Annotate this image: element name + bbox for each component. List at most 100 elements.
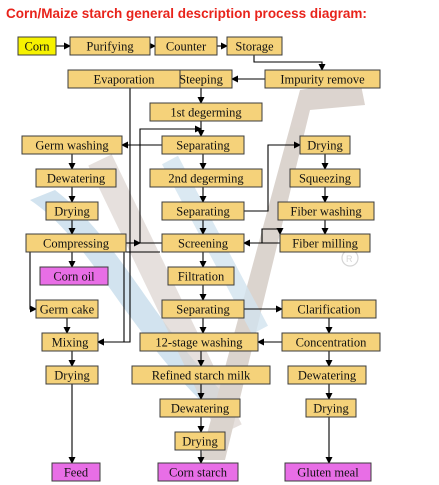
step-sep1: Separating	[161, 135, 245, 155]
step-label: Feed	[64, 465, 89, 479]
step-box	[35, 299, 99, 319]
step-squeezing: Squeezing	[289, 168, 361, 188]
step-label: Corn	[25, 39, 51, 53]
step-label: Impurity remove	[280, 72, 365, 86]
step-box	[157, 462, 239, 482]
step-clarification: Clarification	[281, 299, 377, 319]
step-degerm2: 2nd degerming	[149, 168, 263, 188]
step-box	[41, 332, 99, 352]
step-cornoil: Corn oil	[39, 266, 109, 286]
step-label: Evaporation	[93, 72, 155, 86]
step-box	[279, 233, 371, 253]
step-label: Drying	[54, 204, 90, 218]
step-label: 12-stage washing	[155, 335, 243, 349]
step-box	[45, 201, 99, 221]
step-box	[149, 168, 263, 188]
step-label: Germ washing	[35, 138, 109, 152]
flow-arrow	[97, 251, 160, 346]
step-label: Concentration	[296, 335, 368, 349]
step-concentration: Concentration	[281, 332, 381, 352]
diagram-title: Corn/Maize starch general description pr…	[6, 6, 367, 21]
step-label: Clarification	[297, 302, 361, 316]
step-box	[289, 168, 361, 188]
step-box	[159, 398, 241, 418]
step-label: Drying	[54, 368, 90, 382]
step-box	[299, 135, 351, 155]
step-box	[167, 266, 235, 286]
step-fiberwash: Fiber washing	[277, 201, 375, 221]
flow-arrow	[253, 55, 326, 71]
step-sep2: Separating	[161, 201, 245, 221]
step-label: Separating	[176, 138, 230, 152]
step-label: Compressing	[43, 236, 110, 250]
step-label: Purifying	[86, 39, 134, 53]
step-label: Corn oil	[53, 269, 95, 283]
step-wash12: 12-stage washing	[139, 332, 259, 352]
step-filtration: Filtration	[167, 266, 235, 286]
step-box	[25, 233, 127, 253]
step-degerm1: 1st degerming	[149, 102, 263, 122]
step-box	[226, 36, 283, 56]
step-purifying: Purifying	[69, 36, 151, 56]
step-label: Dewatering	[47, 171, 106, 185]
step-cornstarch: Corn starch	[157, 462, 239, 482]
step-label: Fiber washing	[290, 204, 362, 218]
step-label: Filtration	[178, 269, 225, 283]
step-mixing: Mixing	[41, 332, 99, 352]
step-box	[161, 135, 245, 155]
step-label: Refined starch milk	[152, 368, 251, 382]
step-dewater_l: Dewatering	[35, 168, 117, 188]
step-box	[45, 365, 99, 385]
step-label: Dewatering	[298, 368, 357, 382]
step-evaporation: Evaporation	[67, 69, 181, 89]
step-box	[21, 135, 123, 155]
step-label: Gluten meal	[297, 465, 359, 479]
flow-arrow	[244, 141, 301, 212]
step-box	[51, 462, 101, 482]
step-impurity: Impurity remove	[264, 69, 381, 89]
flow-arrow	[139, 125, 202, 244]
step-compress: Compressing	[25, 233, 127, 253]
step-steeping: Steeping	[169, 69, 233, 89]
step-label: Separating	[176, 302, 230, 316]
step-label: Counter	[166, 39, 207, 53]
step-box	[161, 299, 245, 319]
step-gluten: Gluten meal	[284, 462, 372, 482]
step-box	[69, 36, 151, 56]
step-drying_r: Drying	[174, 431, 226, 451]
step-box	[264, 69, 381, 89]
step-box	[131, 365, 271, 385]
step-box	[161, 201, 245, 221]
step-screening: Screening	[161, 233, 245, 253]
step-feed: Feed	[51, 462, 101, 482]
step-box	[277, 201, 375, 221]
step-label: Dewatering	[171, 401, 230, 415]
flow-arrow	[244, 228, 284, 244]
step-box	[149, 102, 263, 122]
step-label: 1st degerming	[170, 105, 242, 119]
step-label: Screening	[178, 236, 229, 250]
step-storage: Storage	[226, 36, 283, 56]
step-label: Storage	[235, 39, 274, 53]
step-label: Squeezing	[299, 171, 352, 185]
step-box	[67, 69, 181, 89]
step-label: Drying	[182, 434, 218, 448]
step-label: Fiber milling	[292, 236, 358, 250]
step-label: Corn starch	[169, 465, 228, 479]
step-label: Steeping	[179, 72, 223, 86]
step-box	[17, 36, 57, 56]
step-box	[154, 36, 218, 56]
step-drying_ll: Drying	[45, 365, 99, 385]
step-label: Drying	[313, 401, 349, 415]
step-box	[284, 462, 372, 482]
step-label: Drying	[307, 138, 343, 152]
step-germwash: Germ washing	[21, 135, 123, 155]
step-label: Germ cake	[40, 302, 95, 316]
step-sep3: Separating	[161, 299, 245, 319]
step-label: 2nd degerming	[168, 171, 244, 185]
step-box	[35, 168, 117, 188]
step-box	[281, 299, 377, 319]
step-box	[139, 332, 259, 352]
